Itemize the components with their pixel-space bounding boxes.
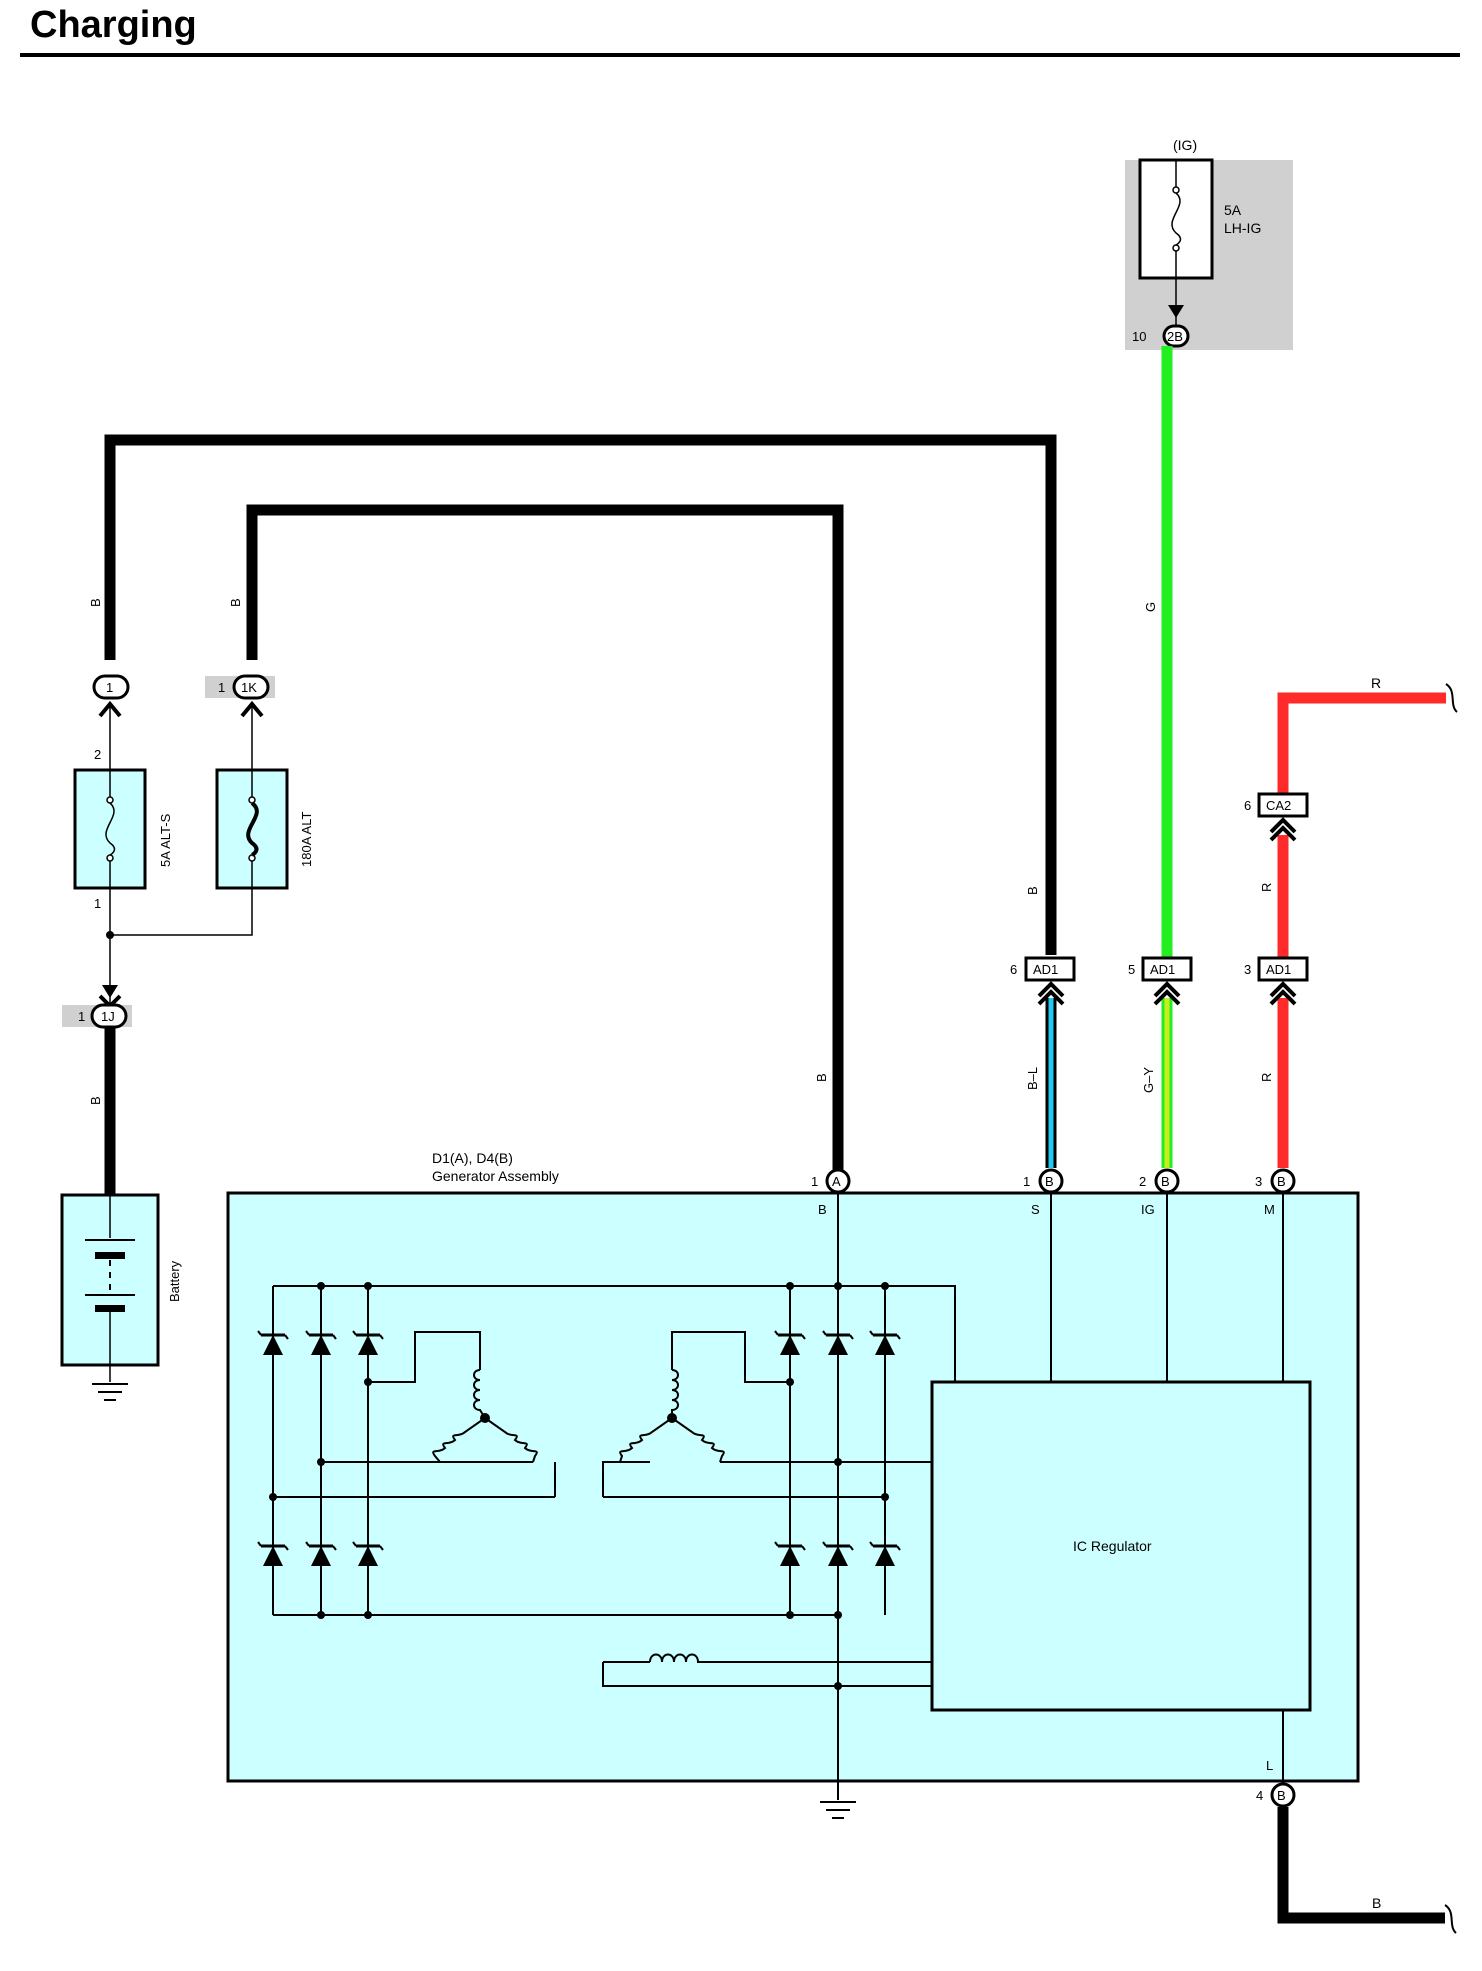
fuse-alt: 180A ALT bbox=[215, 704, 314, 890]
battery-ground-icon bbox=[92, 1383, 128, 1401]
svg-text:1: 1 bbox=[1023, 1174, 1030, 1189]
svg-text:AD1: AD1 bbox=[1033, 962, 1058, 977]
svg-text:A: A bbox=[832, 1174, 841, 1189]
label-b-bottom: B bbox=[1372, 1895, 1381, 1911]
label-b-l: B–L bbox=[1025, 1067, 1040, 1090]
label-b-ad1: B bbox=[1025, 886, 1040, 895]
fuse-alt-s: 2 1 5A ALT-S bbox=[73, 704, 173, 911]
svg-text:4: 4 bbox=[1256, 1788, 1263, 1803]
b-wires: B B B B B B bbox=[88, 434, 1457, 1934]
ig-fuse-block: (IG) 5A LH-IG 2B 10 bbox=[1125, 137, 1293, 350]
generator-ground-icon bbox=[820, 1801, 856, 1819]
svg-text:1J: 1J bbox=[101, 1009, 115, 1024]
label-r-top: R bbox=[1371, 675, 1381, 691]
svg-text:6: 6 bbox=[1010, 962, 1017, 977]
striped-wires: B–L G–Y bbox=[1025, 998, 1173, 1168]
connector-1: 1 bbox=[92, 674, 130, 718]
fuse-junction bbox=[106, 888, 253, 1018]
generator-subtitle: Generator Assembly bbox=[432, 1168, 559, 1184]
ad1-connector-3: AD1 3 bbox=[1244, 956, 1309, 1006]
ig-connector-pin: 10 bbox=[1132, 329, 1146, 344]
svg-text:IG: IG bbox=[1141, 1202, 1155, 1217]
label-g-y: G–Y bbox=[1141, 1067, 1156, 1093]
terminal-b4: B 4 L bbox=[1256, 1758, 1296, 1808]
right-stator-coil bbox=[619, 1369, 725, 1463]
svg-text:3: 3 bbox=[1255, 1174, 1262, 1189]
ca2-connector: CA2 6 bbox=[1244, 792, 1309, 842]
lh-ig-rating: 5A bbox=[1224, 202, 1242, 218]
wire-b-outer bbox=[104, 434, 1057, 955]
label-r-mid: R bbox=[1259, 883, 1274, 892]
svg-text:5: 5 bbox=[1128, 962, 1135, 977]
fuse-alt-label: 180A ALT bbox=[299, 812, 314, 867]
svg-text:1: 1 bbox=[218, 680, 225, 695]
page-title: Charging bbox=[30, 4, 197, 46]
label-b-battery: B bbox=[88, 1096, 103, 1105]
label-r-lower: R bbox=[1259, 1073, 1274, 1082]
generator-assembly: D1(A), D4(B) Generator Assembly A 1 B B … bbox=[226, 1150, 1360, 1819]
fuse-alt-s-label: 5A ALT-S bbox=[158, 813, 173, 867]
title-rule bbox=[20, 53, 1460, 57]
svg-text:1: 1 bbox=[78, 1009, 85, 1024]
svg-text:B: B bbox=[818, 1202, 827, 1217]
label-b-inner: B bbox=[228, 598, 243, 607]
svg-text:1K: 1K bbox=[241, 680, 257, 695]
battery-label: Battery bbox=[167, 1260, 182, 1302]
svg-text:L: L bbox=[1266, 1758, 1273, 1773]
g-wire: G bbox=[1143, 346, 1173, 958]
battery: Battery bbox=[60, 1193, 182, 1401]
connector-1k: 1K 1 bbox=[205, 674, 275, 718]
svg-text:1: 1 bbox=[811, 1174, 818, 1189]
wire-break-bottom bbox=[1444, 1904, 1457, 1934]
ad1-connector-5: AD1 5 bbox=[1128, 956, 1193, 1006]
svg-text:B: B bbox=[1277, 1174, 1286, 1189]
wire-b-inner bbox=[246, 504, 844, 1170]
svg-text:S: S bbox=[1031, 1202, 1040, 1217]
svg-text:2: 2 bbox=[94, 747, 101, 762]
svg-text:CA2: CA2 bbox=[1266, 798, 1291, 813]
svg-text:2: 2 bbox=[1139, 1174, 1146, 1189]
generator-title: D1(A), D4(B) bbox=[432, 1150, 513, 1166]
svg-text:6: 6 bbox=[1244, 798, 1251, 813]
svg-text:B: B bbox=[1045, 1174, 1054, 1189]
ic-regulator-label: IC Regulator bbox=[1073, 1538, 1152, 1554]
ig-label: (IG) bbox=[1173, 137, 1197, 153]
field-coil bbox=[649, 1653, 700, 1663]
ig-connector-code: 2B bbox=[1167, 329, 1183, 344]
r-wires: R R R bbox=[1259, 675, 1458, 1168]
svg-text:B: B bbox=[1161, 1174, 1170, 1189]
svg-text:1: 1 bbox=[94, 896, 101, 911]
svg-text:3: 3 bbox=[1244, 962, 1251, 977]
left-stator-coil bbox=[432, 1369, 538, 1463]
terminal-a1: A 1 B bbox=[811, 1168, 851, 1217]
label-b-outer: B bbox=[88, 598, 103, 607]
svg-text:AD1: AD1 bbox=[1150, 962, 1175, 977]
label-b-generator: B bbox=[814, 1073, 829, 1082]
ad1-connector-6: AD1 6 bbox=[1010, 956, 1076, 1006]
connector-1j: 1J 1 bbox=[62, 985, 132, 1029]
ic-regulator bbox=[930, 1380, 1312, 1712]
label-g: G bbox=[1143, 602, 1158, 612]
wire-break-r bbox=[1445, 683, 1458, 713]
svg-text:AD1: AD1 bbox=[1266, 962, 1291, 977]
wire-b-ground bbox=[1277, 1807, 1445, 1924]
svg-text:B: B bbox=[1277, 1788, 1286, 1803]
junction-dots bbox=[269, 1282, 889, 1690]
lh-ig-name: LH-IG bbox=[1224, 220, 1261, 236]
svg-text:M: M bbox=[1264, 1202, 1275, 1217]
svg-text:1: 1 bbox=[106, 680, 113, 695]
